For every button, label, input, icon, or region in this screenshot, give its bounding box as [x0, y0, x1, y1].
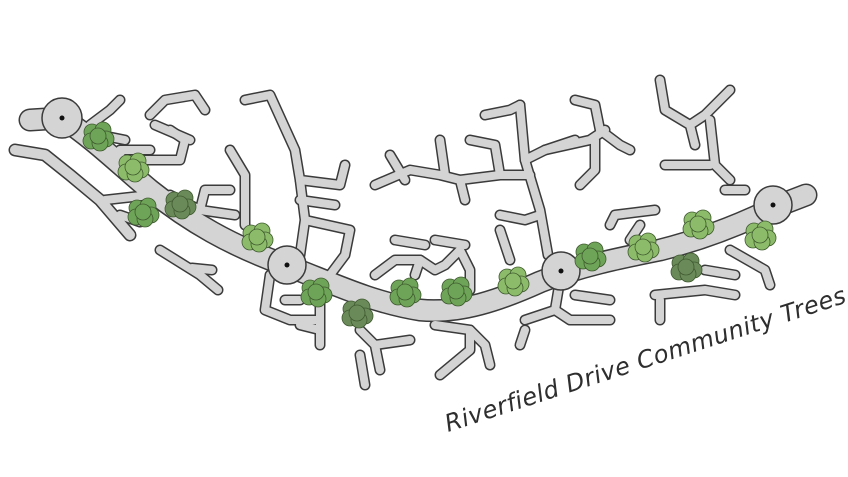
street-segment — [261, 271, 324, 324]
street-segment — [606, 206, 659, 229]
community-trees — [82, 121, 777, 329]
street-segment — [466, 136, 504, 179]
street-segment — [521, 156, 552, 259]
street-segment — [541, 136, 579, 154]
street-segment — [576, 136, 599, 189]
street-segment — [391, 236, 429, 249]
street-segment — [496, 211, 544, 224]
bush-icon — [127, 197, 160, 228]
street-segment — [496, 226, 514, 264]
cul-de-sac-icon — [41, 97, 83, 139]
cul-de-sac-markers — [41, 97, 793, 291]
bush-icon — [682, 209, 715, 240]
street-segment — [551, 306, 614, 324]
cul-de-sac-icon — [541, 251, 581, 291]
street-segment — [10, 145, 135, 240]
street-segment — [571, 291, 614, 304]
street-segment — [101, 191, 154, 204]
street-segment — [431, 236, 469, 249]
street-segment — [431, 321, 494, 369]
street-segment — [701, 266, 739, 279]
bush-icon — [241, 222, 274, 253]
bush-icon — [341, 298, 374, 329]
street-segment — [656, 76, 699, 149]
street-segment — [20, 108, 816, 321]
street-segment — [516, 326, 529, 349]
street-segment — [651, 286, 739, 299]
street-segment — [386, 151, 409, 184]
bush-icon — [164, 189, 197, 220]
bush-icon — [117, 152, 150, 183]
street-segment — [296, 321, 324, 334]
bush-icon — [744, 220, 777, 251]
street-segment — [86, 96, 124, 129]
bush-icon — [300, 277, 333, 308]
street-segment — [296, 196, 339, 209]
street-segment — [706, 116, 734, 184]
bush-icon — [440, 276, 473, 307]
bush-icon — [574, 241, 607, 272]
street-segment — [726, 246, 774, 289]
cul-de-sac-icon — [267, 245, 307, 285]
street-segment — [686, 86, 734, 129]
street-segment — [436, 136, 449, 179]
street-segment — [241, 91, 349, 189]
street-segment — [226, 146, 249, 229]
street-segment — [196, 186, 234, 214]
street-segment — [188, 264, 216, 274]
street-fills — [10, 76, 816, 389]
bush-icon — [389, 277, 422, 308]
street-segment — [571, 96, 634, 154]
street-segment — [371, 246, 474, 294]
street-segment — [156, 246, 222, 294]
street-segment — [371, 336, 414, 349]
street-segment — [436, 326, 474, 379]
bush-icon — [82, 121, 115, 152]
street-segment — [356, 351, 369, 389]
bush-icon — [627, 232, 660, 263]
bush-icon — [497, 266, 530, 297]
street-segment — [151, 121, 194, 144]
street-segment — [301, 216, 354, 279]
street-segment — [146, 91, 209, 119]
cul-de-sac-icon — [753, 185, 793, 225]
street-segment — [411, 256, 424, 279]
bush-icon — [670, 252, 703, 283]
